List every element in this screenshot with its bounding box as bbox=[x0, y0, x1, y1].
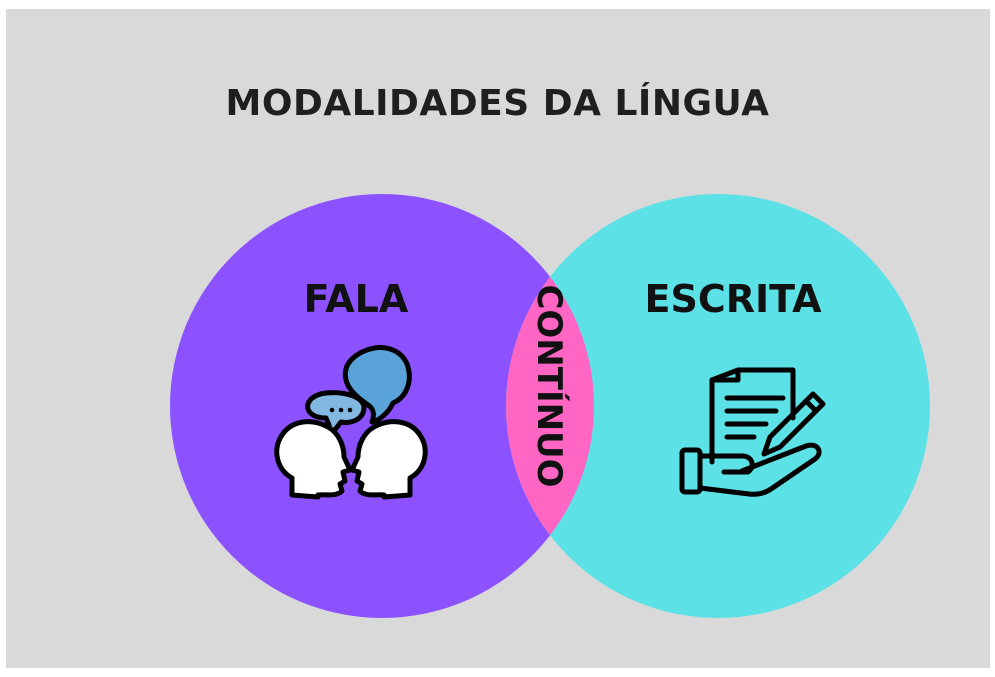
hand-document-pencil-icon bbox=[679, 367, 826, 497]
label-fala: FALA bbox=[304, 277, 409, 321]
circle-escrita bbox=[506, 194, 930, 618]
label-escrita: ESCRITA bbox=[645, 277, 823, 321]
two-heads-speech-bubbles-icon bbox=[274, 345, 428, 500]
diagram-title: MODALIDADES DA LÍNGUA bbox=[225, 83, 770, 124]
label-continuo: CONTÍNUO bbox=[529, 284, 570, 487]
